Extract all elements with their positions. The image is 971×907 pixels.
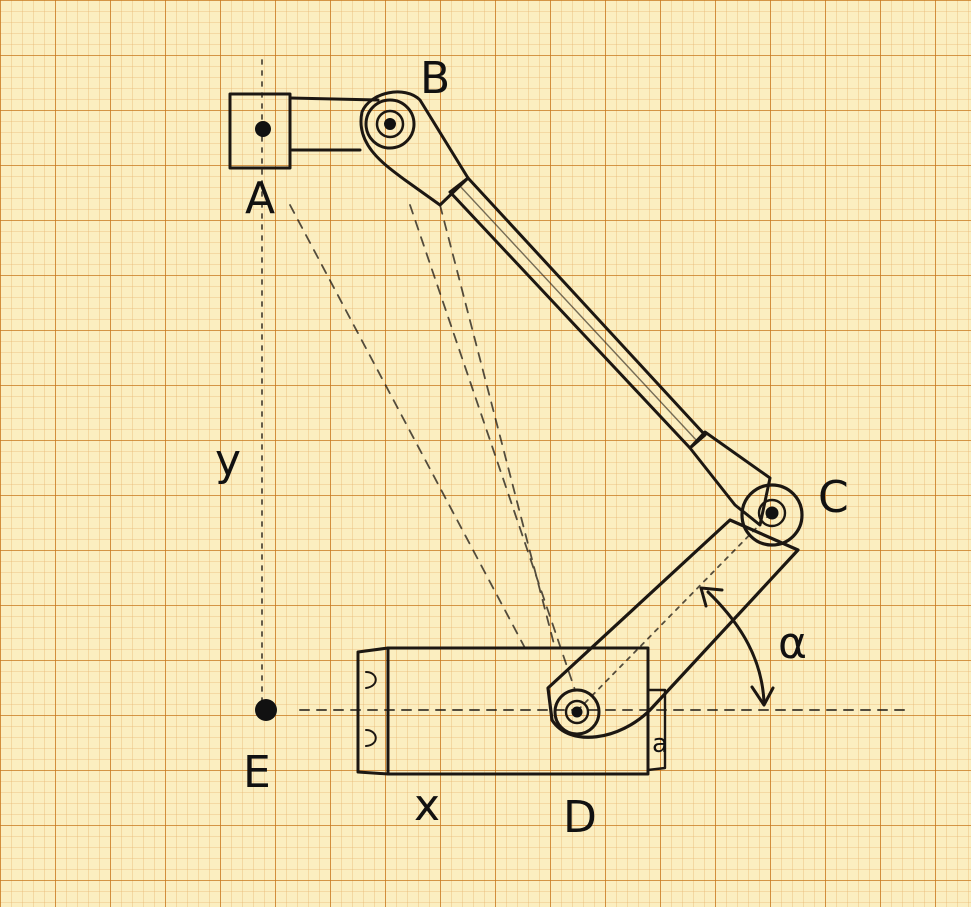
point-e — [255, 699, 277, 721]
ghost-link-mid — [409, 204, 576, 691]
rocker-b — [359, 90, 470, 207]
ghost-link-left — [289, 204, 526, 649]
label-c: C — [818, 472, 849, 523]
pivot-d — [553, 688, 601, 736]
support-block-a — [228, 92, 292, 170]
angle-alpha-arc — [699, 586, 775, 707]
label-alpha: α — [778, 618, 807, 669]
pivot-c — [740, 483, 804, 547]
label-d: D — [563, 792, 597, 843]
label-a-dimension: a — [652, 729, 668, 759]
pivot-a — [255, 121, 271, 137]
label-a: A — [245, 173, 275, 224]
crank-centerline — [577, 511, 773, 711]
construction-lines — [261, 59, 906, 711]
label-b: B — [420, 53, 450, 104]
rod-bc-centerline — [458, 184, 699, 443]
pivot-b — [364, 98, 416, 150]
label-x: x — [414, 780, 440, 831]
link-ab — [288, 96, 380, 152]
label-e: E — [243, 747, 271, 798]
label-y: y — [215, 435, 241, 486]
rod-bc — [448, 176, 707, 450]
ghost-link-right — [439, 204, 556, 649]
crank-cd — [546, 518, 800, 739]
